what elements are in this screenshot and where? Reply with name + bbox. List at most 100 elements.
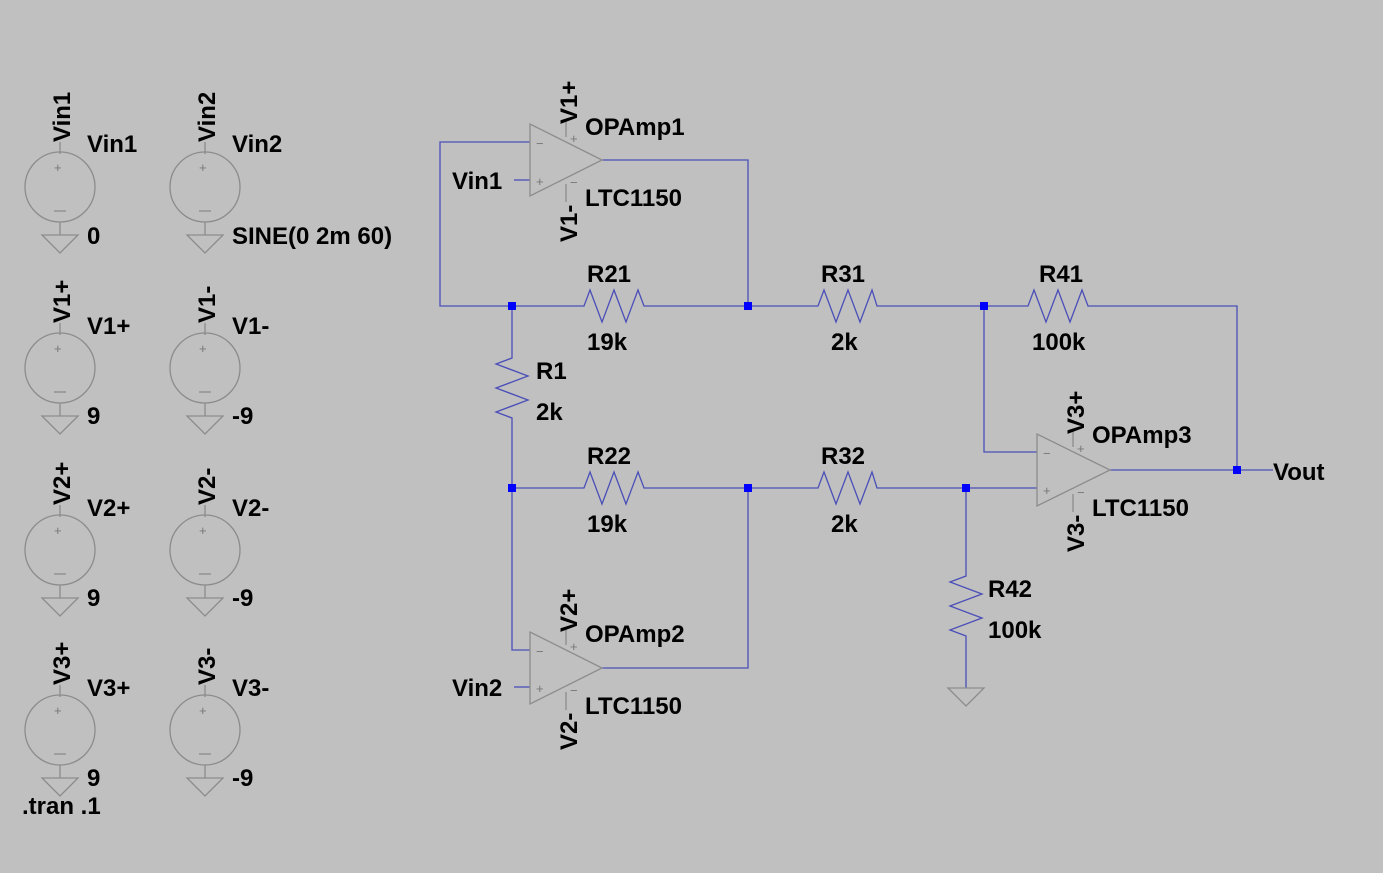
- opamp-supply-neg: V2-: [556, 713, 583, 750]
- source-v3-pos[interactable]: + V3+ V3+ 9: [24, 642, 130, 797]
- resistor-value: 19k: [587, 511, 628, 538]
- resistor-value: 100k: [1032, 329, 1086, 356]
- ground-icon: [40, 777, 80, 797]
- source-name: V3-: [232, 675, 269, 702]
- ground-icon: [185, 777, 225, 797]
- resistor-name: R21: [587, 261, 631, 288]
- opamp-name: OPAmp3: [1092, 422, 1192, 449]
- source-name: Vin2: [232, 131, 282, 158]
- ground-icon: [946, 687, 986, 707]
- source-v2-neg[interactable]: + V2- V2- -9: [169, 468, 269, 617]
- resistor-r41[interactable]: R41 100k: [1022, 261, 1100, 356]
- svg-text:+: +: [570, 131, 578, 146]
- resistor-r1[interactable]: R1 2k: [494, 352, 567, 426]
- resistor-r32[interactable]: R32 2k: [812, 443, 880, 538]
- source-value: -9: [232, 403, 253, 430]
- source-name: V2+: [87, 495, 130, 522]
- resistor-name: R41: [1039, 261, 1083, 288]
- junction-dot: [508, 302, 516, 310]
- source-value: SINE(0 2m 60): [232, 223, 392, 250]
- source-name: V1-: [232, 313, 269, 340]
- output-net-label: Vout: [1273, 459, 1325, 486]
- wires: [439, 141, 1273, 688]
- resistor-r21[interactable]: R21 19k: [578, 261, 647, 356]
- resistor-value: 2k: [536, 399, 563, 426]
- resistor-name: R1: [536, 358, 567, 385]
- resistor-name: R31: [821, 261, 865, 288]
- source-v2-pos[interactable]: + V2+ V2+ 9: [24, 462, 130, 617]
- ground-icon: [185, 415, 225, 435]
- opamp-name: OPAmp1: [585, 114, 685, 141]
- junction-dot: [508, 484, 516, 492]
- source-v1-pos[interactable]: + V1+ V1+ 9: [24, 280, 130, 435]
- resistor-name: R22: [587, 443, 631, 470]
- source-pin-label: V3+: [49, 642, 76, 685]
- svg-text:+: +: [570, 639, 578, 654]
- opamp-name: OPAmp2: [585, 621, 685, 648]
- resistor-r31[interactable]: R31 2k: [812, 261, 880, 356]
- source-pin-label: V1-: [194, 286, 221, 323]
- wire-opamp1-output: [602, 159, 749, 306]
- opamp-supply-pos: V3+: [1063, 391, 1090, 434]
- svg-text:+: +: [54, 523, 62, 538]
- junction-dot: [1233, 466, 1241, 474]
- source-pin-label: V2+: [49, 462, 76, 505]
- opamp-2[interactable]: − + + − V2+ V2- OPAmp2 LTC1150 Vin2: [452, 589, 685, 750]
- opamp-model: LTC1150: [1092, 495, 1189, 522]
- source-vin2[interactable]: + Vin2 Vin2 SINE(0 2m 60): [169, 92, 392, 254]
- spice-directive[interactable]: .tran .1: [22, 793, 101, 820]
- junction-dot: [962, 484, 970, 492]
- source-pin-label: V1+: [49, 280, 76, 323]
- svg-text:+: +: [536, 174, 544, 189]
- svg-text:−: −: [570, 683, 578, 698]
- junction-dot: [980, 302, 988, 310]
- wire-opamp2-output: [602, 488, 749, 669]
- source-v1-neg[interactable]: + V1- V1- -9: [169, 286, 269, 435]
- opamp-supply-neg: V1-: [556, 205, 583, 242]
- svg-text:+: +: [54, 703, 62, 718]
- source-name: V3+: [87, 675, 130, 702]
- opamp-input-label: Vin2: [452, 675, 502, 702]
- opamp-3[interactable]: − + + − V3+ V3- OPAmp3 LTC1150: [1036, 391, 1192, 552]
- svg-text:+: +: [199, 523, 207, 538]
- opamp-supply-pos: V1+: [556, 81, 583, 124]
- ground-icon: [185, 234, 225, 254]
- source-v3-neg[interactable]: + V3- V3- -9: [169, 648, 269, 797]
- resistor-name: R42: [988, 576, 1032, 603]
- svg-text:+: +: [1043, 483, 1051, 498]
- opamp-1[interactable]: − + + − V1+ V1- OPAmp1 LTC1150 Vin1: [452, 81, 685, 242]
- svg-text:−: −: [1043, 446, 1051, 461]
- resistor-name: R32: [821, 443, 865, 470]
- source-pin-label: Vin2: [194, 92, 221, 142]
- source-value: 9: [87, 403, 100, 430]
- junction-dot: [744, 302, 752, 310]
- resistor-value: 2k: [831, 329, 858, 356]
- source-pin-label: Vin1: [49, 92, 76, 142]
- opamp-triangle: [1036, 432, 1112, 508]
- source-value: 0: [87, 223, 100, 250]
- ground-icon: [40, 597, 80, 617]
- opamp-triangle: [529, 630, 604, 706]
- svg-text:−: −: [536, 136, 544, 151]
- junction-dot: [744, 484, 752, 492]
- opamp-model: LTC1150: [585, 185, 682, 212]
- source-value: -9: [232, 765, 253, 792]
- source-value: 9: [87, 585, 100, 612]
- svg-text:+: +: [54, 160, 62, 175]
- resistor-r42[interactable]: R42 100k: [946, 570, 1042, 707]
- ground-icon: [40, 415, 80, 435]
- junctions: [508, 302, 1241, 492]
- svg-text:−: −: [570, 175, 578, 190]
- source-value: -9: [232, 585, 253, 612]
- source-name: V2-: [232, 495, 269, 522]
- wire-r41-feedback: [1100, 305, 1238, 470]
- resistor-value: 2k: [831, 511, 858, 538]
- source-name: Vin1: [87, 131, 137, 158]
- source-vin1[interactable]: + Vin1 Vin1 0: [24, 92, 137, 254]
- source-value: 9: [87, 765, 100, 792]
- source-pin-label: V2-: [194, 468, 221, 505]
- source-name: V1+: [87, 313, 130, 340]
- resistor-r22[interactable]: R22 19k: [578, 443, 647, 538]
- svg-text:+: +: [199, 160, 207, 175]
